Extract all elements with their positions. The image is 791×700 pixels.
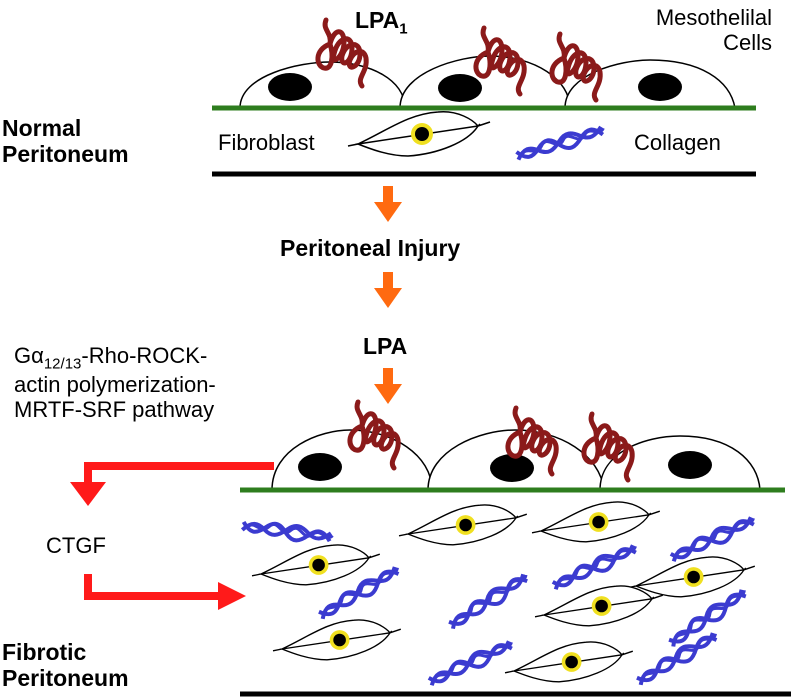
lpa-label: LPA bbox=[363, 333, 408, 359]
collagen-fiber bbox=[444, 570, 534, 632]
red-arrow-head bbox=[70, 482, 106, 506]
collagen-fiber bbox=[548, 541, 642, 593]
fibroblast-cell bbox=[398, 504, 528, 546]
fibroblast-cell bbox=[504, 641, 634, 683]
nucleus bbox=[490, 454, 534, 482]
nucleus bbox=[438, 74, 482, 102]
mesothelial-cells-label: Mesothelilal Cells bbox=[655, 5, 772, 55]
nucleus bbox=[268, 73, 312, 101]
orange-arrow-down bbox=[374, 186, 402, 222]
fibrotic-peritoneum-panel bbox=[240, 402, 791, 697]
fibroblast-cell bbox=[534, 585, 664, 627]
lpa1-label: LPA1 bbox=[355, 7, 408, 38]
collagen-fiber bbox=[424, 637, 518, 689]
fibrotic-peritoneum-label: Fibrotic Peritoneum bbox=[2, 639, 129, 691]
fibroblast-label: Fibroblast bbox=[218, 130, 315, 155]
mesothelial-cell bbox=[399, 55, 571, 109]
collagen-fiber bbox=[240, 514, 336, 549]
orange-arrow-down bbox=[374, 368, 402, 404]
collagen-fiber bbox=[513, 123, 609, 163]
red-arrow-from-ctgf bbox=[84, 574, 222, 600]
collagen-fiber bbox=[666, 513, 760, 565]
red-arrow-head bbox=[218, 582, 246, 610]
red-arrow-to-ctgf bbox=[84, 462, 274, 486]
fibroblast-cell bbox=[347, 110, 491, 157]
nucleus bbox=[638, 73, 682, 101]
orange-arrow-down bbox=[374, 272, 402, 308]
fibroblast-cell bbox=[626, 556, 756, 598]
normal-peritoneum-panel bbox=[212, 20, 756, 177]
pathway-label: Gα12/13-Rho-ROCK- actin polymerization- … bbox=[14, 343, 216, 422]
collagen-label: Collagen bbox=[634, 130, 721, 155]
fibroblast-cell bbox=[531, 501, 661, 543]
fibroblast-cell bbox=[272, 619, 402, 661]
nucleus bbox=[668, 451, 712, 479]
nucleus bbox=[298, 453, 342, 481]
collagen-fiber bbox=[634, 631, 720, 686]
fibroblast-cell bbox=[251, 544, 381, 586]
peritoneal-injury-label: Peritoneal Injury bbox=[280, 235, 461, 261]
ctgf-label: CTGF bbox=[46, 533, 106, 558]
normal-peritoneum-label: Normal Peritoneum bbox=[2, 115, 129, 167]
ctgf-pathway-arrows bbox=[70, 462, 274, 610]
